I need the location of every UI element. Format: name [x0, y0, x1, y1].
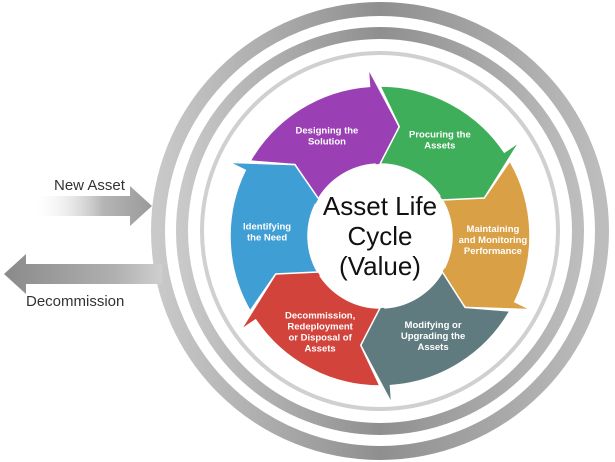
center-circle [308, 164, 452, 308]
new-asset-label: New Asset [54, 177, 126, 194]
new-asset-arrow: New Asset [30, 177, 152, 226]
stage-label-line: Modifying or [405, 320, 462, 331]
outer-ring-2 [176, 27, 584, 435]
decommission-arrow: Decommission [4, 254, 162, 310]
stage-label-line: Redeployment [287, 321, 353, 332]
stage-label-line: Designing the [296, 126, 359, 137]
stage-label-line: Decommission, [285, 310, 355, 321]
stage-label-line: or Disposal of [288, 332, 352, 343]
stage-label-line: Assets [305, 343, 336, 354]
outer-ring-1 [151, 2, 609, 460]
stage-label-line: Identifying [243, 222, 291, 233]
stage-label-line: Procuring the [409, 130, 471, 141]
stage-label-line: Maintaining [467, 224, 520, 235]
stage-label-line: Solution [308, 137, 346, 148]
stage-label-line: Assets [424, 141, 455, 152]
stage-label-line: Assets [417, 342, 448, 353]
outer-ring-3 [200, 51, 560, 411]
decommission-label: Decommission [26, 293, 124, 310]
stage-label-line: and Monitoring [459, 235, 528, 246]
center-title-line-2: Cycle [347, 221, 412, 251]
stage-label-line: Performance [464, 246, 522, 257]
decommission-arrow-shape [4, 254, 162, 294]
stage-label-line: Upgrading the [401, 331, 465, 342]
center-title: Asset Life Cycle (Value) [323, 191, 437, 281]
center-title-line-3: (Value) [339, 251, 421, 281]
stage-label-line: the Need [247, 233, 287, 244]
new-asset-arrow-shape [30, 186, 152, 226]
outer-rings [151, 2, 609, 460]
center-title-line-1: Asset Life [323, 191, 437, 221]
